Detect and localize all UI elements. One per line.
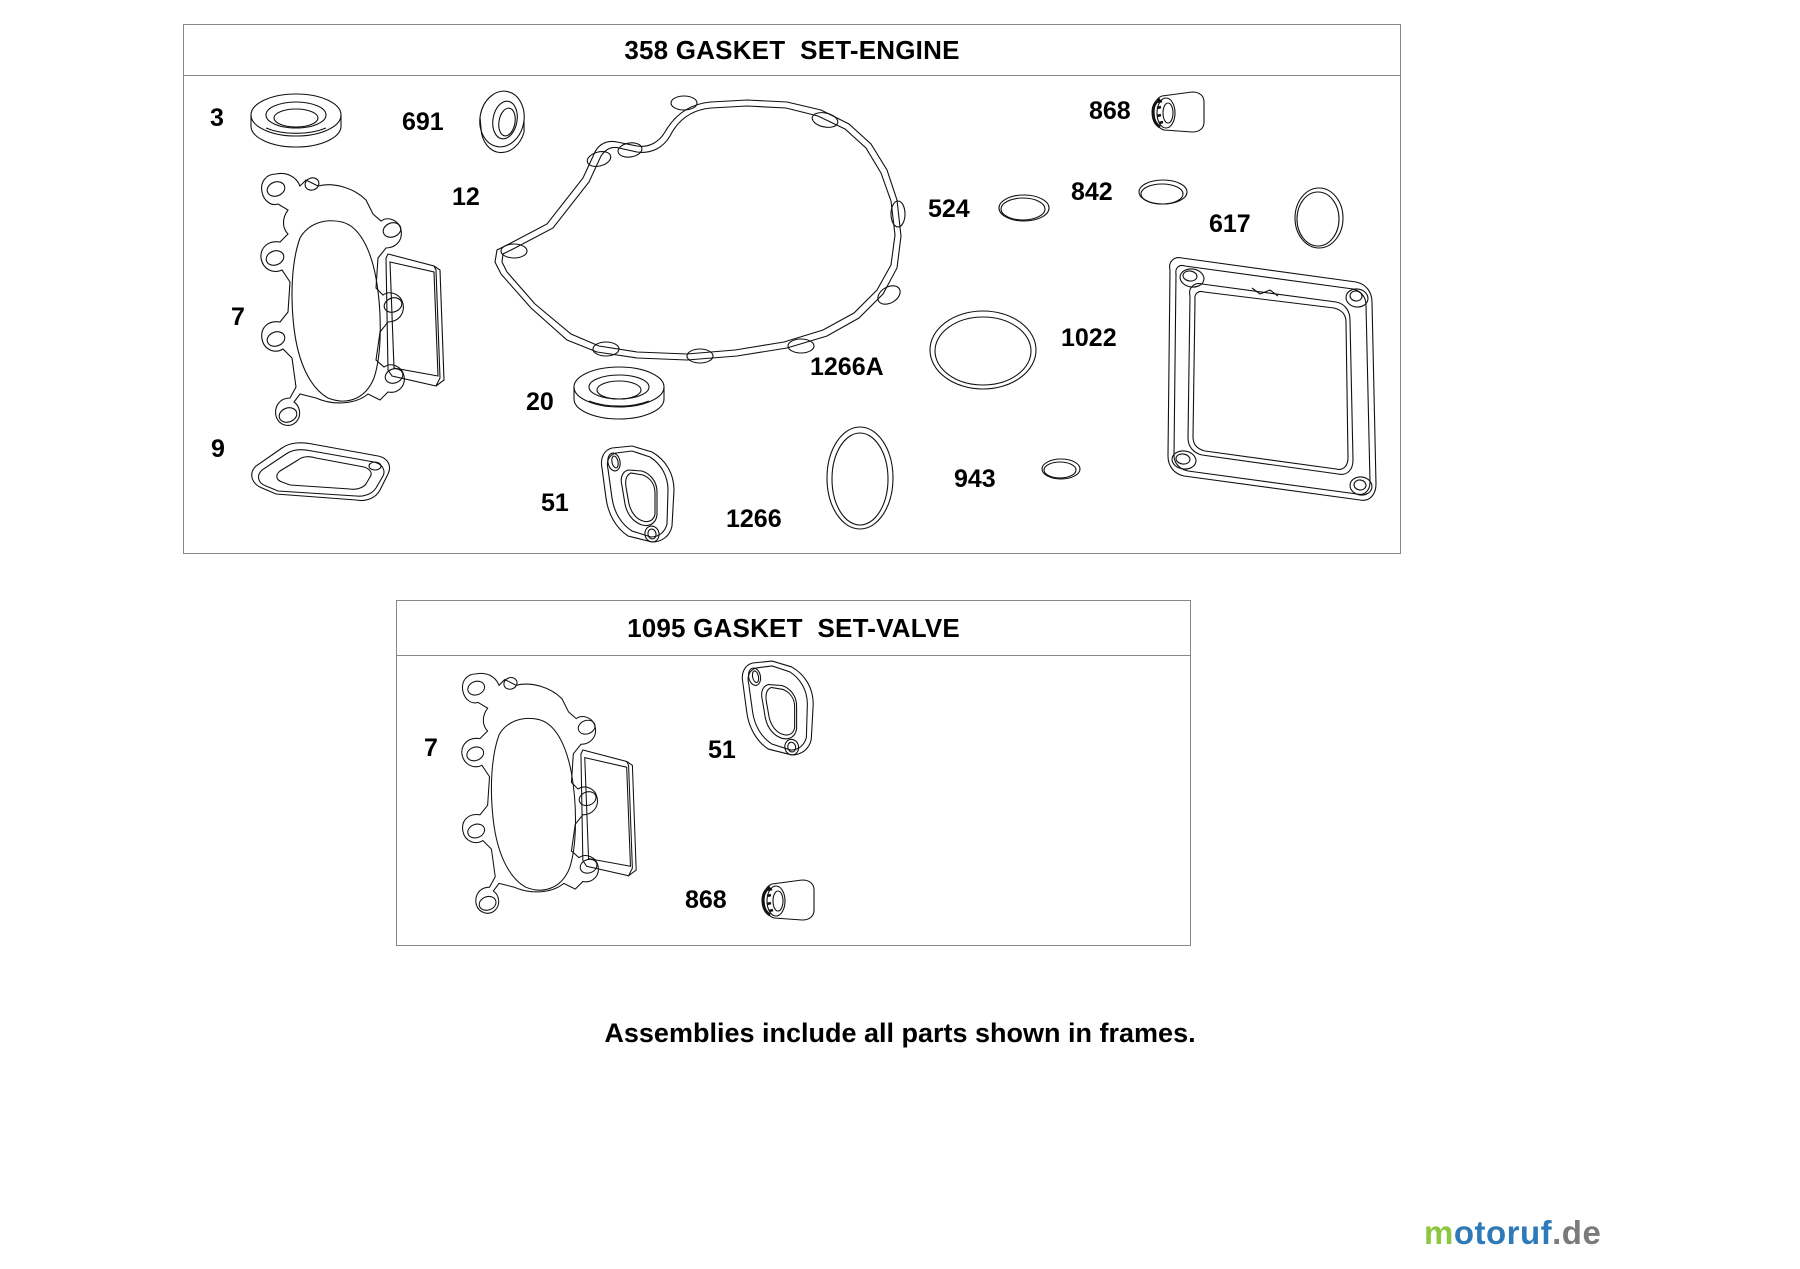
- part-seal-20: [573, 365, 665, 427]
- part-valve-cover-gasket-617: [1160, 254, 1380, 528]
- watermark-logo: motoruf.de: [1424, 1213, 1724, 1257]
- callout-engine-12: 12: [452, 183, 480, 211]
- footer-note: Assemblies include all parts shown in fr…: [604, 1018, 1196, 1048]
- frame-engine-title-bar: 358 GASKET SET-ENGINE: [184, 25, 1400, 76]
- callout-engine-1266A: 1266A: [810, 353, 884, 381]
- part-intake-gasket-51: [594, 442, 684, 546]
- part-oring-617: [1292, 186, 1346, 252]
- part-seal-3: [250, 92, 342, 152]
- part-oring-943: [1040, 456, 1082, 482]
- callout-engine-617: 617: [1209, 210, 1251, 238]
- callout-engine-691: 691: [402, 108, 444, 136]
- callout-engine-943: 943: [954, 465, 996, 493]
- watermark-initial: m: [1424, 1214, 1454, 1251]
- callout-engine-1266: 1266: [726, 505, 782, 533]
- callout-engine-9: 9: [211, 435, 225, 463]
- part-valve-seal-868: [1151, 88, 1208, 136]
- callout-engine-524: 524: [928, 195, 970, 223]
- callout-engine-868: 868: [1089, 97, 1131, 125]
- part-crankcase-gasket-12: [487, 95, 907, 364]
- part-valve-stem-seal-868: [761, 876, 818, 924]
- callout-valve-51: 51: [708, 736, 736, 764]
- frame-valve-title-bar: 1095 GASKET SET-VALVE: [397, 601, 1190, 656]
- part-valve-intake-gasket-51: [735, 657, 823, 759]
- callout-engine-51: 51: [541, 489, 569, 517]
- callout-engine-20: 20: [526, 388, 554, 416]
- part-oring-842: [1137, 176, 1189, 210]
- part-oring-1266a: [824, 425, 896, 531]
- watermark-tld: .de: [1552, 1214, 1602, 1251]
- callout-engine-1022: 1022: [1061, 324, 1117, 352]
- frame-valve-title: 1095 GASKET SET-VALVE: [627, 612, 960, 643]
- part-gasket-9: [236, 440, 396, 514]
- callout-engine-842: 842: [1071, 178, 1113, 206]
- watermark-brand: otoruf: [1453, 1214, 1553, 1251]
- part-oring-524: [997, 190, 1051, 226]
- frame-engine-title: 358 GASKET SET-ENGINE: [624, 34, 960, 65]
- callout-engine-7: 7: [231, 303, 245, 331]
- frame-gasket-set-engine: 358 GASKET SET-ENGINE: [183, 24, 1401, 554]
- part-valve-head-gasket-7: [440, 660, 640, 922]
- callout-valve-868: 868: [685, 886, 727, 914]
- part-oring-1022: [928, 309, 1038, 391]
- part-head-gasket-7: [238, 162, 448, 432]
- part-seal-691: [474, 88, 536, 156]
- callout-valve-7: 7: [424, 734, 438, 762]
- callout-engine-3: 3: [210, 104, 224, 132]
